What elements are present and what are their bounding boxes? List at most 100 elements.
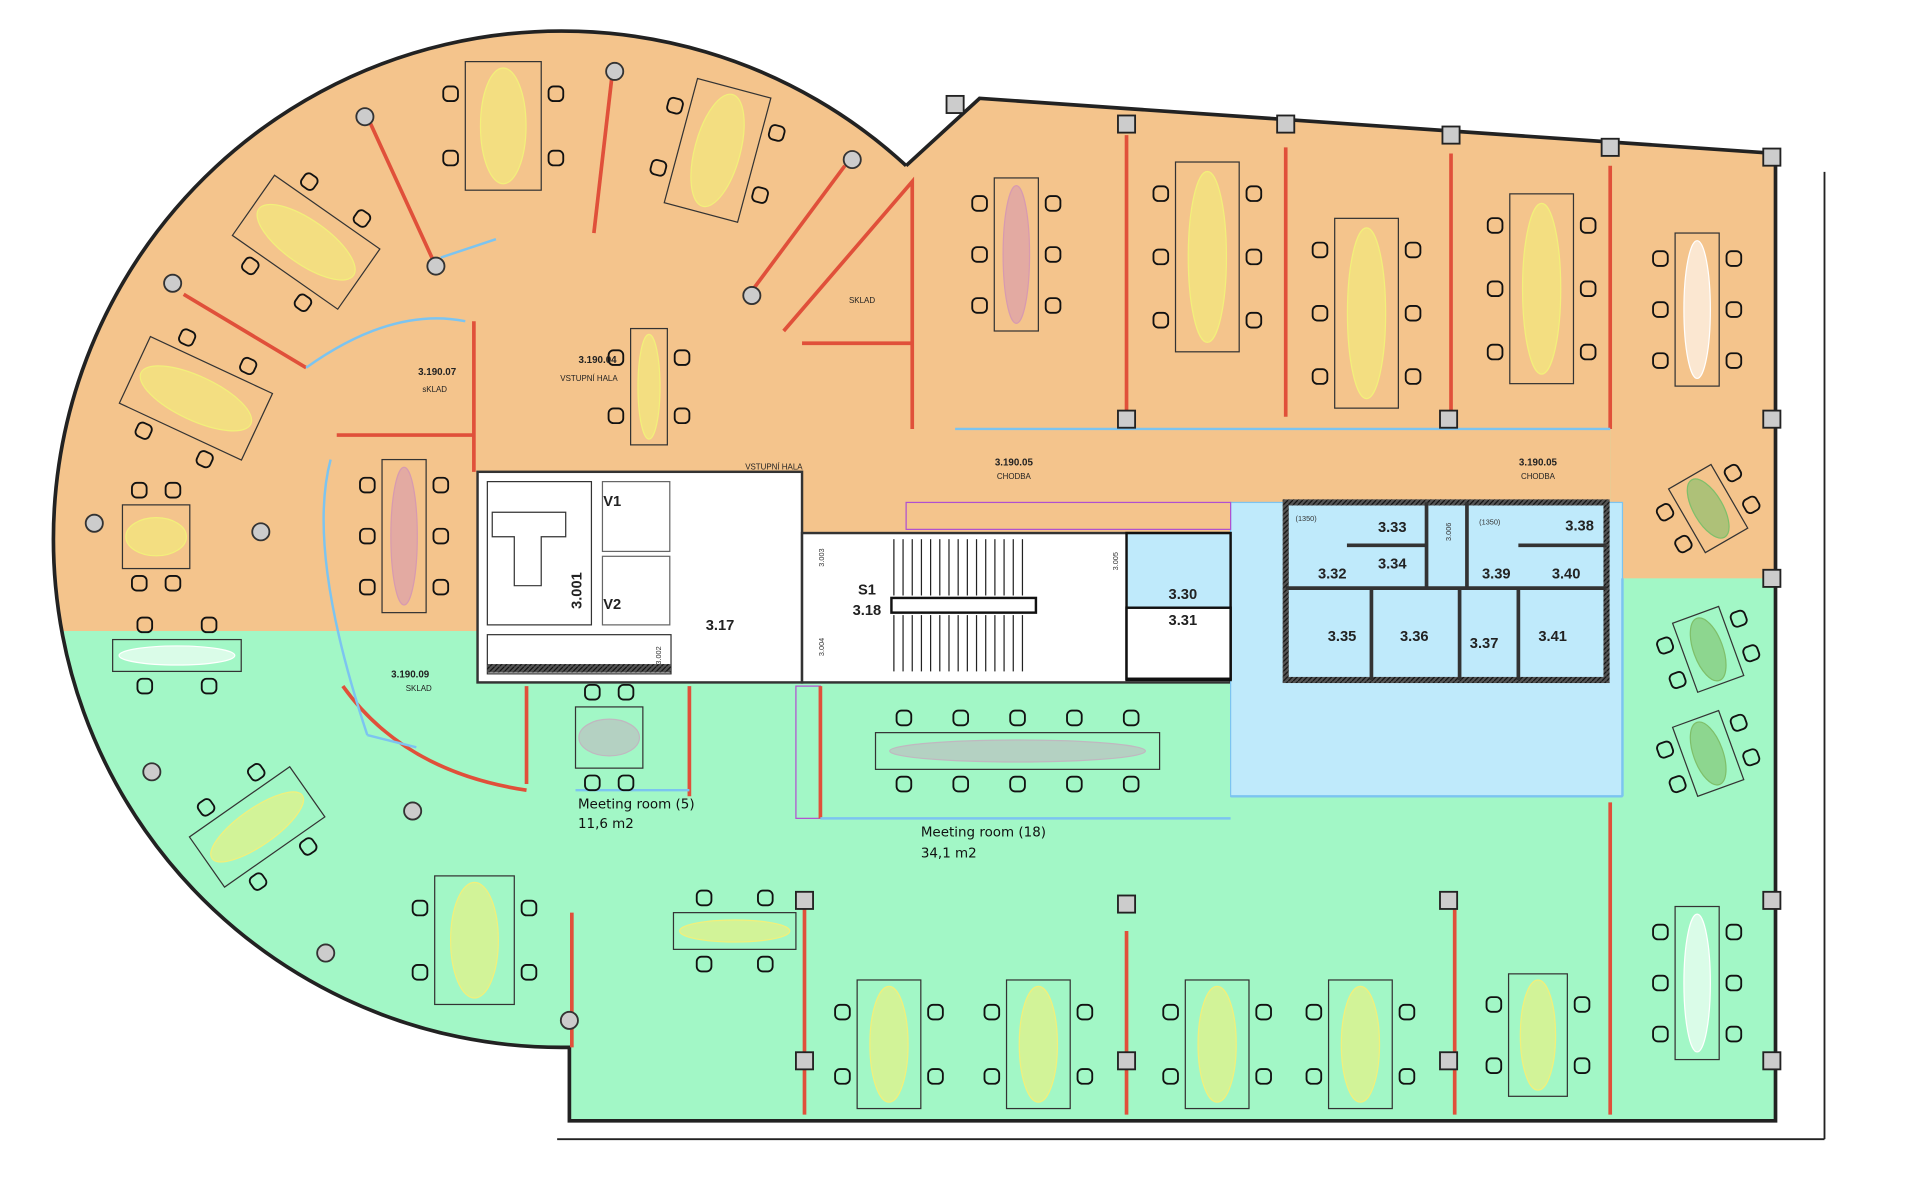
workspace-highlight (889, 739, 1146, 763)
column (1439, 1051, 1459, 1071)
column (1117, 114, 1137, 134)
chair (1245, 248, 1263, 266)
room-331 (1125, 606, 1232, 680)
column (795, 1051, 814, 1071)
chair (547, 85, 565, 103)
room-333-label: 3.33 (1378, 520, 1407, 536)
workspace-highlight (139, 365, 253, 432)
chair (1044, 297, 1062, 314)
desk (874, 732, 1161, 770)
chair (1742, 748, 1761, 767)
chair (1305, 1003, 1323, 1021)
workspace-highlight (256, 203, 356, 281)
column (842, 150, 862, 170)
chair (442, 149, 459, 167)
desk (856, 979, 922, 1110)
chair (411, 964, 429, 981)
chair (1255, 1068, 1272, 1085)
chair (584, 774, 601, 792)
room-335-label: 3.35 (1328, 629, 1357, 645)
workspace-highlight (1683, 913, 1711, 1053)
chair (247, 763, 266, 782)
desk-cluster (574, 683, 644, 792)
column (1762, 1051, 1782, 1071)
workspace-highlight (1519, 979, 1557, 1091)
entrance-hall-label: VSTUPNÍ HALA (745, 462, 803, 471)
workspace-highlight (450, 881, 499, 999)
chair (1652, 301, 1669, 318)
chair (196, 798, 216, 817)
chair (442, 85, 459, 103)
column (1600, 137, 1620, 157)
room-name: CHODBA (997, 472, 1032, 481)
glass-wall (440, 238, 497, 259)
chair (673, 349, 691, 366)
workspace-highlight (678, 919, 791, 943)
desk (1507, 973, 1568, 1097)
shaft-symbol (491, 511, 567, 587)
workspace-highlight (690, 93, 745, 208)
chair (1311, 241, 1329, 259)
chair (1725, 974, 1743, 992)
chair (971, 297, 988, 314)
chair (131, 574, 148, 592)
desk (1674, 232, 1720, 387)
chair (1579, 343, 1597, 361)
chair (200, 616, 218, 634)
room-name: CHODBA (1521, 472, 1556, 481)
meeting-room-5-name: Meeting room (5) (578, 798, 695, 813)
chair (432, 476, 450, 494)
chair (1656, 740, 1675, 759)
column (1762, 568, 1782, 588)
chair (757, 889, 774, 907)
workspace-highlight (1187, 170, 1228, 343)
chair (520, 964, 538, 981)
chair (1398, 1068, 1416, 1085)
room-330-label: 3.30 (1169, 587, 1198, 603)
room-332-label: 3.32 (1318, 566, 1347, 582)
room-code: 3.190.04 (579, 355, 618, 366)
stair-landing (890, 596, 1038, 614)
desk-cluster (411, 875, 538, 1006)
room-340-label: 3.40 (1552, 566, 1581, 582)
chair (131, 481, 148, 499)
desk-cluster (231, 172, 381, 313)
chair (164, 574, 182, 592)
chair (298, 837, 318, 856)
room-339-label: 3.39 (1482, 566, 1511, 582)
desk-cluster (112, 616, 242, 695)
column (1439, 890, 1459, 910)
chair (1044, 195, 1062, 212)
desk (118, 335, 274, 461)
chair (136, 677, 154, 695)
lobby-label: 3.17 (706, 618, 735, 634)
partition-wall (782, 176, 915, 429)
workspace-highlight (1340, 985, 1381, 1103)
chair (673, 407, 691, 425)
chair (695, 955, 713, 973)
desk (1671, 605, 1745, 694)
furniture (112, 60, 1761, 1110)
column (1117, 1051, 1137, 1071)
chair (1729, 609, 1748, 628)
room-331-label: 3.31 (1169, 613, 1198, 629)
desk (1184, 979, 1250, 1110)
workspace-highlight (118, 645, 236, 666)
chair (1668, 671, 1687, 689)
chair (359, 578, 376, 596)
chair (927, 1068, 944, 1085)
chair (241, 256, 260, 276)
chair (359, 527, 376, 545)
column (1117, 409, 1137, 429)
desk-cluster (359, 458, 450, 614)
room-code: 3.190.09 (391, 670, 430, 681)
chair (952, 709, 969, 727)
glass-walls (305, 238, 1624, 820)
desk (188, 765, 326, 888)
chair (359, 476, 376, 494)
chair (666, 96, 684, 115)
column (403, 801, 423, 821)
chair (1076, 1003, 1094, 1021)
chair (1655, 503, 1675, 522)
chair (1305, 1068, 1323, 1085)
